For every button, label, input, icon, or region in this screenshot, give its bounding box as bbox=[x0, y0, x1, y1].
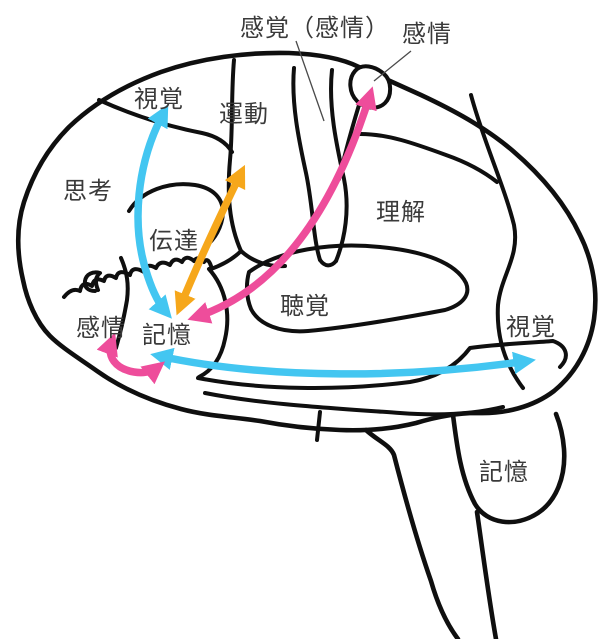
label-sensation-emotion: 感覚（感情） bbox=[240, 14, 390, 42]
region-labels: 感覚（感情） 感情 視覚 運動 思考 伝達 理解 聴覚 感情 記憶 視覚 記憶 bbox=[63, 14, 556, 486]
cerebellum-outline bbox=[450, 411, 567, 525]
label-emotion-top: 感情 bbox=[402, 20, 452, 48]
temporal-bottom-notch bbox=[315, 410, 322, 442]
sulcus-intraparietal bbox=[355, 131, 499, 184]
frontal-nub bbox=[82, 270, 102, 293]
brain-outline-group bbox=[16, 50, 598, 639]
label-emotion-temporal: 感情 bbox=[76, 314, 126, 342]
arrow-vision-frontal-memory bbox=[134, 104, 172, 319]
label-memory-hippocampus: 記憶 bbox=[142, 321, 192, 349]
label-motor: 運動 bbox=[219, 100, 269, 128]
label-hearing: 聴覚 bbox=[280, 292, 330, 320]
label-vision-occipital: 視覚 bbox=[506, 313, 556, 341]
temporal-band-lower bbox=[203, 391, 505, 417]
label-thinking: 思考 bbox=[63, 177, 113, 205]
label-memory-cerebellum: 記憶 bbox=[479, 458, 529, 486]
sulcus-central-bottom-join bbox=[318, 258, 338, 268]
label-vision-frontal: 視覚 bbox=[134, 85, 184, 113]
arrow-memory-vision-occipital bbox=[150, 347, 536, 378]
sulcus-precentral bbox=[226, 58, 243, 253]
brainstem-left-line bbox=[363, 427, 461, 639]
cerebrum-outline bbox=[16, 50, 598, 433]
leader-line-emotion-top bbox=[373, 50, 412, 82]
label-transmission: 伝達 bbox=[149, 227, 199, 255]
arrow-memory-emotion-top bbox=[187, 86, 377, 324]
arrows bbox=[96, 86, 536, 385]
brainstem-right-line bbox=[474, 509, 499, 639]
sulcus-sylvian-to-hub bbox=[209, 249, 243, 271]
label-understanding: 理解 bbox=[376, 198, 426, 226]
arrow-emotion-memory-temporal bbox=[96, 332, 166, 385]
